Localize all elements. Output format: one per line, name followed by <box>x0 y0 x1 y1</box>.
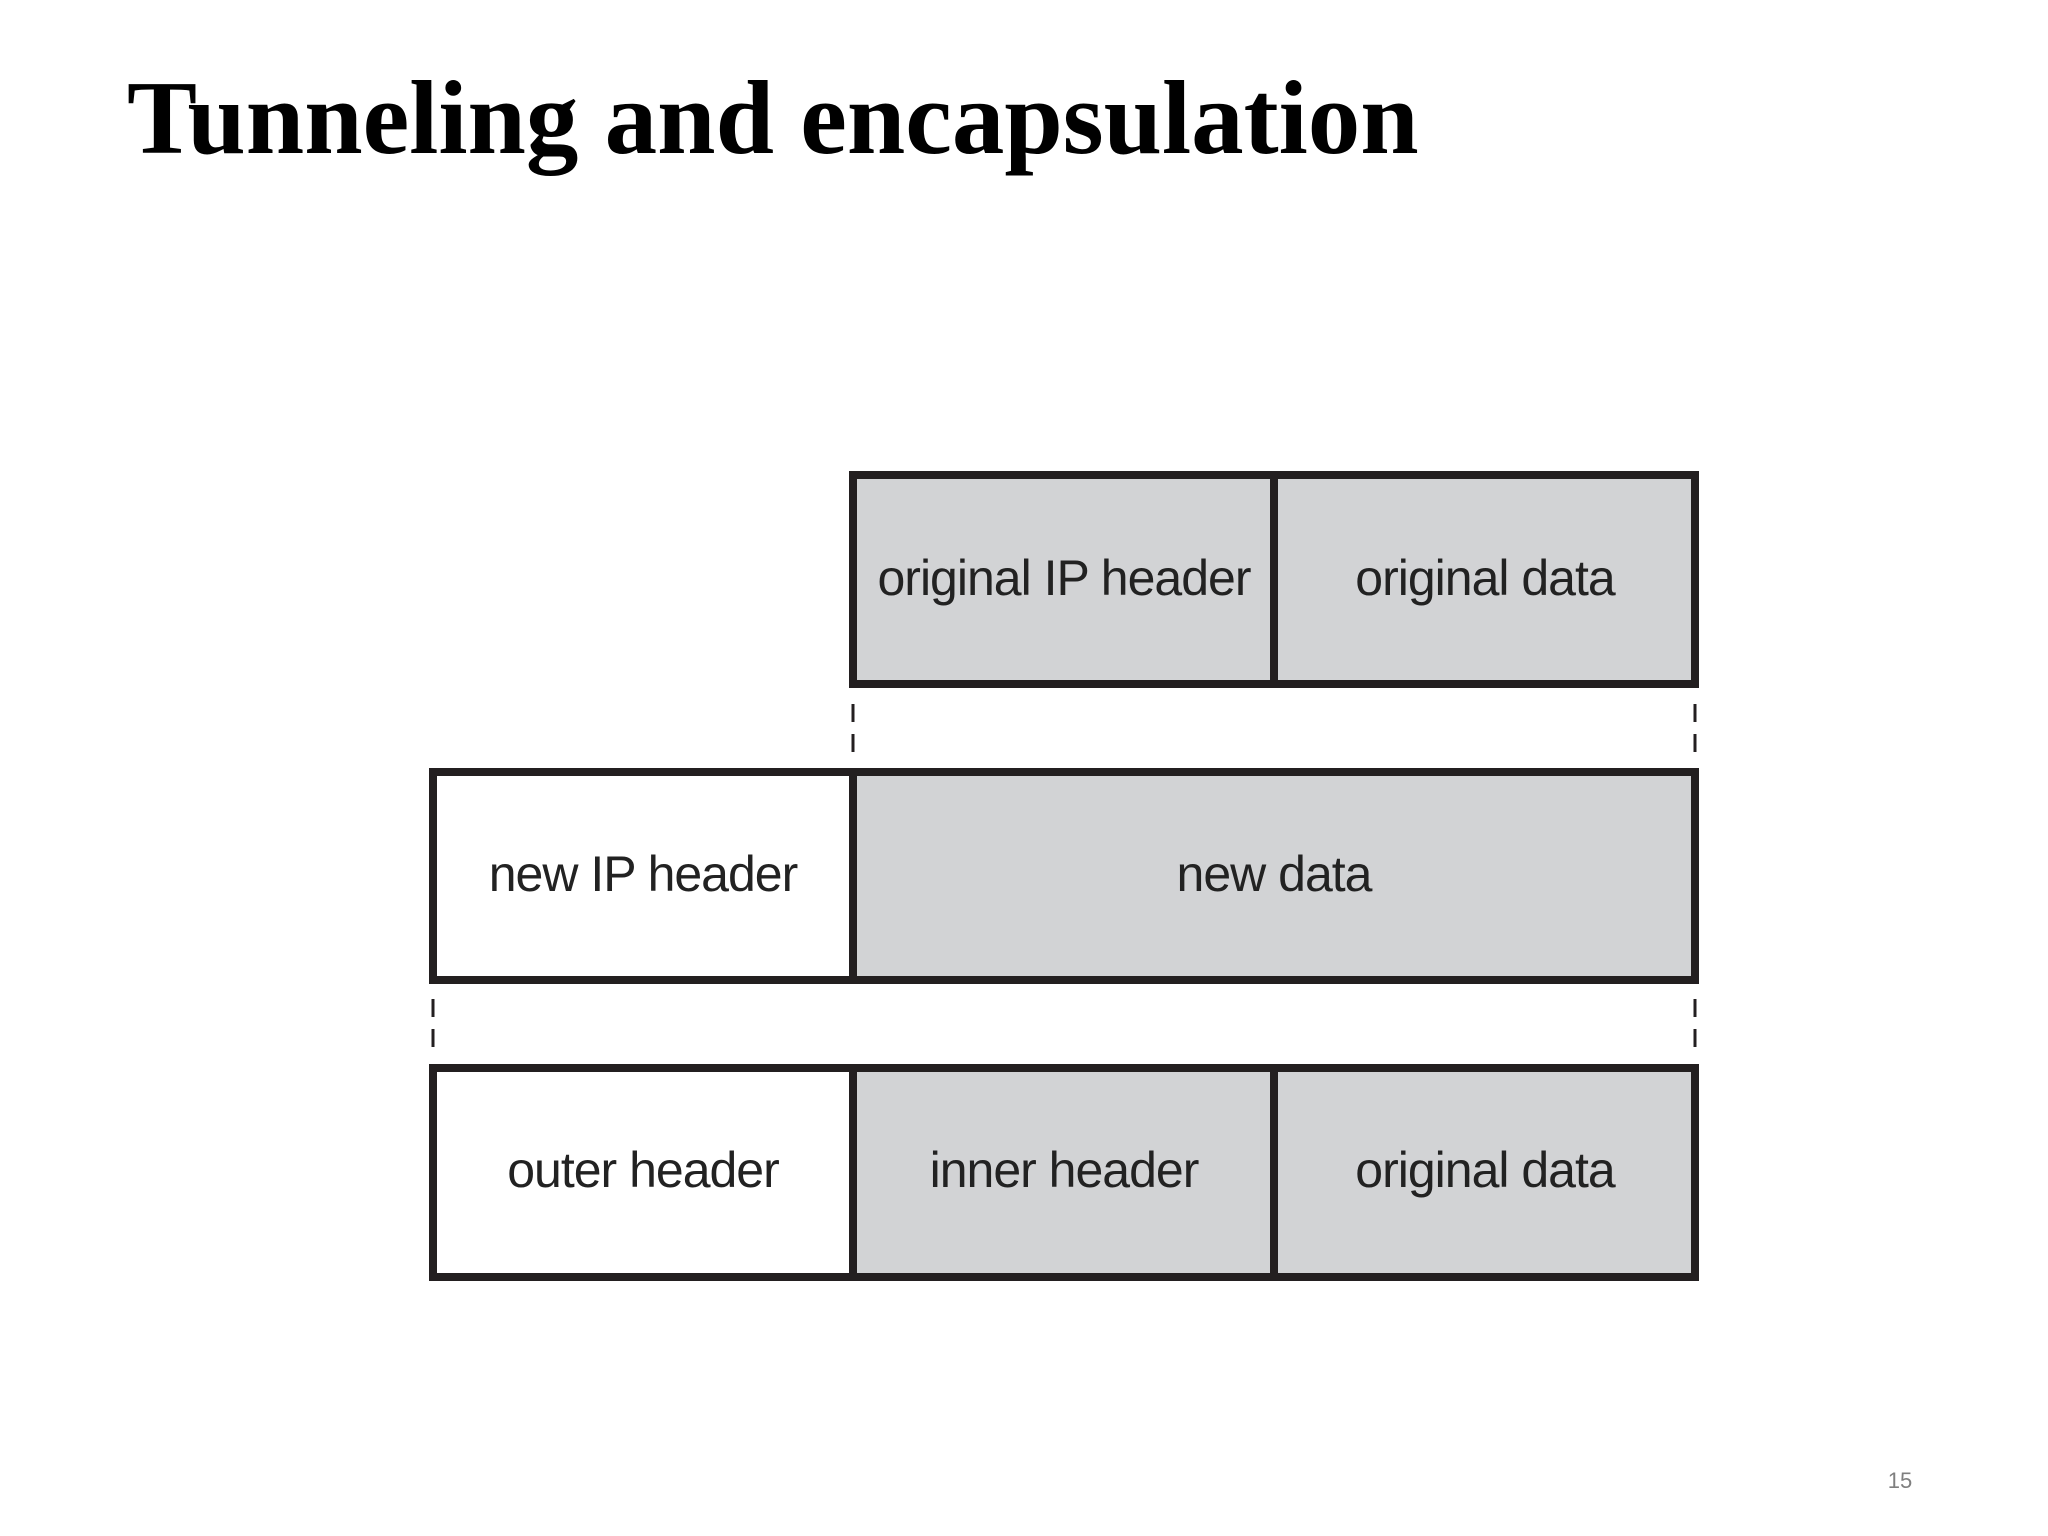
page-number: 15 <box>1887 1468 1913 1493</box>
slide-title: Tunneling and encapsulation <box>127 59 1419 176</box>
original-data-label: original data <box>1355 550 1616 606</box>
new-data-cell <box>849 768 1699 984</box>
encapsulated-packet-row: new IP header new data <box>429 768 1699 984</box>
original-ip-header-cell <box>849 471 1278 688</box>
outer-header-label: outer header <box>507 1142 779 1198</box>
tunneled-original-data-cell <box>1270 1064 1699 1281</box>
outer-header-cell <box>429 1064 857 1281</box>
tunneled-packet-row: outer header inner header original data <box>429 1064 1699 1281</box>
new-ip-header-cell <box>429 768 857 984</box>
inner-header-label: inner header <box>930 1142 1199 1198</box>
new-ip-header-label: new IP header <box>489 846 798 902</box>
original-ip-header-label: original IP header <box>877 550 1250 606</box>
new-data-label: new data <box>1177 846 1373 902</box>
original-packet-row: original IP header original data <box>849 471 1699 688</box>
inner-header-cell <box>849 1064 1278 1281</box>
original-data-cell <box>1270 471 1699 688</box>
tunneled-original-data-label: original data <box>1355 1142 1616 1198</box>
